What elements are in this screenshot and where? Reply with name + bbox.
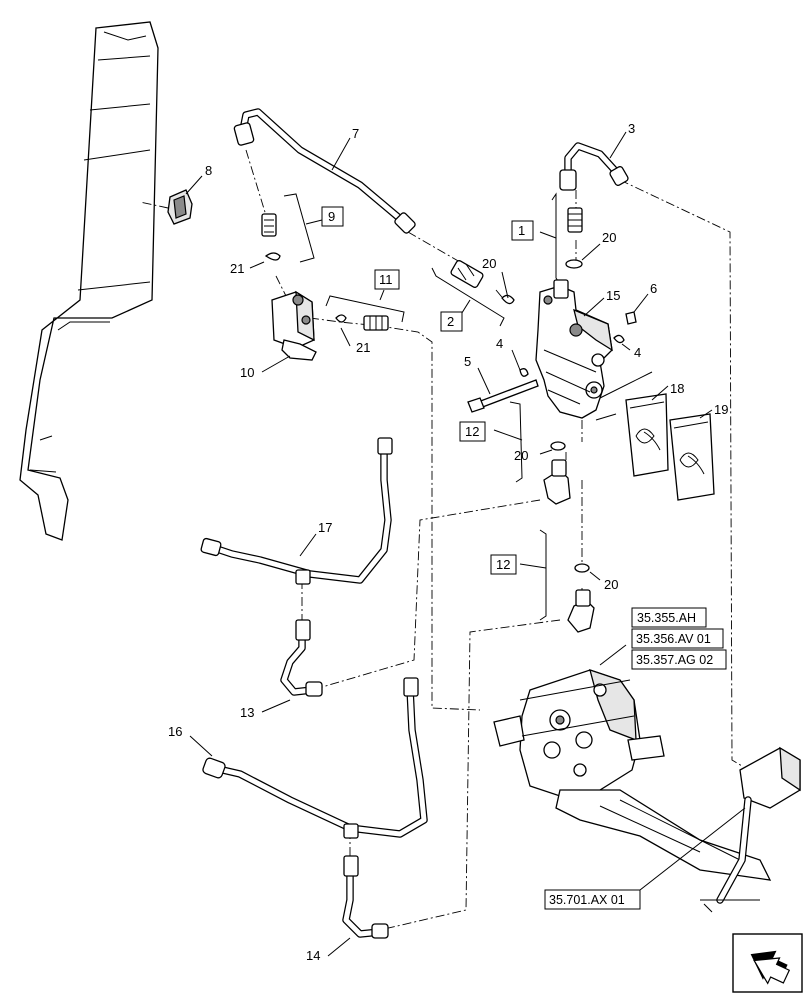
bolt-5: 4 5 (464, 336, 539, 413)
callout-14: 14 (306, 948, 320, 963)
callout-13: 13 (240, 705, 254, 720)
fitting-2: 20 2 (431, 256, 515, 332)
tube-14: 14 (306, 855, 389, 963)
callout-17: 17 (318, 520, 332, 535)
callout-9: 9 (328, 209, 335, 224)
callout-21b: 21 (356, 340, 370, 355)
callout-20b: 20 (602, 230, 616, 245)
callout-19: 19 (714, 402, 728, 417)
callout-3: 3 (628, 121, 635, 136)
control-valve-assembly (493, 644, 801, 913)
callout-4b: 4 (634, 345, 641, 360)
callout-10: 10 (240, 365, 254, 380)
switch-part: 8 (139, 163, 212, 225)
tube-3: 3 (559, 121, 635, 191)
valve-15: 15 (535, 279, 620, 419)
reference-links: 35.355.AH 35.356.AV 01 35.357.AG 02 35.7… (544, 607, 727, 910)
tube-13: 13 (240, 619, 323, 720)
ref-box-3[interactable] (631, 649, 727, 670)
ref-box-2[interactable] (631, 628, 724, 649)
callout-6: 6 (650, 281, 657, 296)
callout-8: 8 (205, 163, 212, 178)
fitting-11: 21 11 (325, 269, 405, 355)
callout-15: 15 (606, 288, 620, 303)
ref-35-355-ah[interactable]: 35.355.AH (637, 611, 696, 625)
callout-4a: 4 (496, 336, 503, 351)
ref-35-357-ag-02[interactable]: 35.357.AG 02 (636, 653, 713, 667)
callout-11: 11 (379, 272, 393, 287)
tube-7: 7 (233, 108, 416, 234)
ref-35-701-ax-01[interactable]: 35.701.AX 01 (549, 893, 625, 907)
ref-box-4[interactable] (544, 889, 641, 910)
elbow-12-upper: 20 12 (459, 401, 571, 505)
callout-2: 2 (447, 314, 454, 329)
nut-6: 6 4 (613, 281, 657, 360)
valve-10: 10 (240, 290, 317, 380)
seal-kit-18: 18 (595, 371, 684, 477)
cab-pillar (19, 21, 159, 541)
ref-box-1[interactable] (631, 607, 707, 628)
elbow-12-lower: 20 12 (490, 529, 618, 633)
callout-5: 5 (464, 354, 471, 369)
callout-12b: 12 (496, 557, 510, 572)
fitting-9: 21 9 (230, 193, 344, 276)
next-page-arrow-icon[interactable] (732, 933, 803, 993)
callout-16: 16 (168, 724, 182, 739)
callout-20a: 20 (482, 256, 496, 271)
tube-16: 16 (168, 677, 428, 839)
seal-kit-19: 19 (669, 402, 728, 501)
callout-21a: 21 (230, 261, 244, 276)
tube-17: 17 (200, 437, 393, 585)
callout-20d: 20 (604, 577, 618, 592)
ref-35-356-av-01[interactable]: 35.356.AV 01 (636, 632, 711, 646)
callout-18: 18 (670, 381, 684, 396)
callout-12a: 12 (465, 424, 479, 439)
fitting-1: 20 1 (511, 192, 616, 285)
callout-7: 7 (352, 126, 359, 141)
callout-1: 1 (518, 223, 525, 238)
